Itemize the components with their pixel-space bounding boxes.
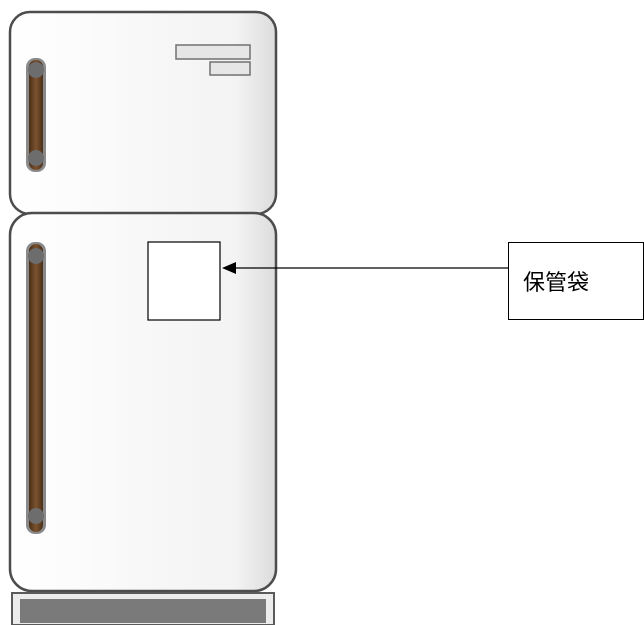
callout-label-box: 保管袋 (508, 242, 644, 320)
fridge-handle (26, 242, 46, 534)
fridge-door (8, 211, 278, 593)
control-panel (175, 44, 251, 76)
callout-label-text: 保管袋 (523, 271, 590, 296)
freezer-door (8, 10, 278, 216)
callout-arrow (222, 262, 508, 274)
base-grille (11, 592, 275, 625)
freezer-handle (26, 58, 46, 172)
storage-bag-box (147, 241, 221, 321)
refrigerator-icon (8, 10, 278, 625)
